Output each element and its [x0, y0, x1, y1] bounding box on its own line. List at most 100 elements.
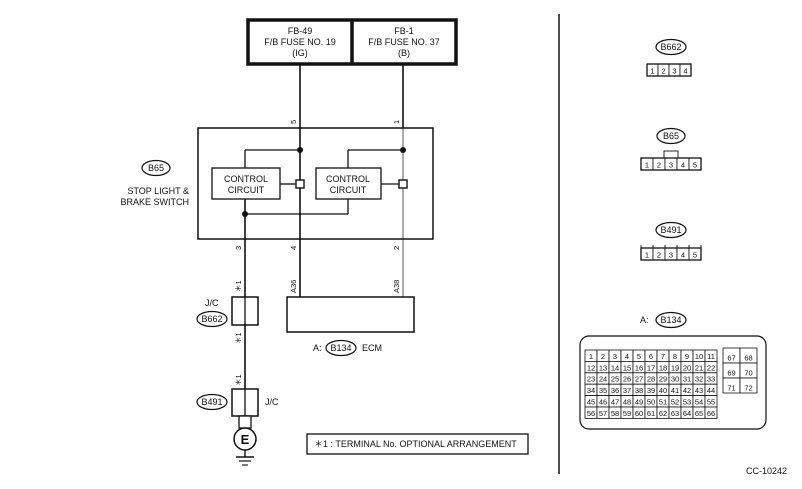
- b134-pin-24: 24: [599, 375, 607, 384]
- fuse-2-type: (B): [398, 48, 410, 58]
- b491-pin-1: 1: [645, 251, 649, 260]
- b134-pin-50: 50: [647, 398, 655, 407]
- b65-pin-4: 4: [681, 161, 685, 170]
- b134-view-label: B134: [660, 315, 681, 325]
- b134-pin-44: 44: [707, 386, 715, 395]
- terminal-note: ＊1 : TERMINAL No. OPTIONAL ARRANGEMENT: [306, 433, 529, 455]
- b134-pin-2: 2: [601, 352, 605, 361]
- pin-label-1: 1: [392, 120, 401, 124]
- b134-pin-66-cell: [704, 406, 718, 419]
- b134-pin-63: 63: [671, 409, 679, 418]
- b662-pin-2: 2: [661, 67, 665, 76]
- b134-pin-13: 13: [599, 363, 607, 372]
- b134-pin-7: 7: [661, 352, 665, 361]
- fuse-1-id: FB-49: [288, 26, 313, 36]
- ecm-pin-a38: A38: [392, 280, 401, 293]
- b134-pin-3: 3: [613, 352, 617, 361]
- ground-terminal: E: [233, 415, 257, 451]
- ecm-prefix: A:: [313, 343, 322, 353]
- jc-upper-label: J/C: [205, 298, 219, 308]
- jc-lower-mark: ＊1: [234, 374, 243, 386]
- b662-view-label: B662: [660, 42, 681, 52]
- fuse-1-name: F/B FUSE NO. 19: [264, 37, 336, 47]
- b134-pin-20: 20: [683, 363, 691, 372]
- b134-pin-35: 35: [599, 386, 607, 395]
- b65-pin-frame: [640, 157, 702, 171]
- ground-symbol: E: [241, 432, 250, 447]
- b134-pin-72: 72: [744, 384, 752, 393]
- control-circuit-right-line1: CONTROL: [326, 174, 370, 184]
- b134-pin-21: 21: [695, 363, 703, 372]
- figure-code: CC-10242: [746, 466, 787, 476]
- connector-callout-b134: [325, 339, 357, 357]
- switch-name-line1: STOP LIGHT &: [127, 186, 189, 196]
- b134-pin-42: 42: [683, 386, 691, 395]
- b65-pin-3: 3: [669, 161, 673, 170]
- b134-pin-61: 61: [647, 409, 655, 418]
- b662-pin-1: 1: [650, 67, 654, 76]
- b134-pin-36: 36: [611, 386, 619, 395]
- b134-pin-47: 47: [611, 398, 619, 407]
- pin-label-2: 2: [392, 246, 401, 250]
- b134-pin-23: 23: [587, 375, 595, 384]
- b134-pin-55: 55: [707, 398, 715, 407]
- b662-pin-frame: [646, 63, 692, 77]
- control-circuit-right-line2: CIRCUIT: [330, 185, 367, 195]
- b134-pin-32: 32: [695, 375, 703, 384]
- b134-pin-48: 48: [623, 398, 631, 407]
- b134-pin-4: 4: [625, 352, 629, 361]
- switch-name-line2: BRAKE SWITCH: [120, 197, 189, 207]
- b134-pin-54: 54: [695, 398, 703, 407]
- b134-pin-57: 57: [599, 409, 607, 418]
- control-circuit-left-line1: CONTROL: [224, 174, 268, 184]
- b134-pin-45: 45: [587, 398, 595, 407]
- b662-pin-4: 4: [683, 67, 687, 76]
- b134-pin-34: 34: [587, 386, 595, 395]
- ground-icon: [233, 427, 257, 451]
- b134-pin-5: 5: [637, 352, 641, 361]
- b134-pin-28: 28: [647, 375, 655, 384]
- b134-pin-30: 30: [671, 375, 679, 384]
- ecm-label: ECM: [362, 343, 382, 353]
- b134-pin-25: 25: [611, 375, 619, 384]
- control-circuit-left-line2: CIRCUIT: [228, 185, 265, 195]
- b134-pin-10: 10: [695, 352, 703, 361]
- b134-pin-16: 16: [635, 363, 643, 372]
- b134-pin-38: 38: [635, 386, 643, 395]
- b134-pin-46: 46: [599, 398, 607, 407]
- pin-label-5: 5: [289, 120, 298, 124]
- b134-pin-11: 11: [707, 352, 715, 361]
- b134-pin-39: 39: [647, 386, 655, 395]
- jc-lower-connector: B491: [201, 397, 222, 407]
- jc-upper-mark-bottom: ＊1: [234, 332, 243, 344]
- fuse-box: FB-49 F/B FUSE NO. 19 (IG) FB-1 F/B FUSE…: [246, 18, 458, 66]
- ecm-connector-label: B134: [330, 343, 351, 353]
- connector-callout-b65: [141, 159, 171, 177]
- control-circuit-left: [211, 167, 281, 200]
- junction-dots: [242, 147, 406, 217]
- b134-pin-18: 18: [659, 363, 667, 372]
- ecm-pin-a36: A36: [289, 280, 298, 293]
- b134-pin-59: 59: [623, 409, 631, 418]
- pin-label-4: 4: [289, 246, 298, 250]
- b134-pin-6: 6: [649, 352, 653, 361]
- b491-pin-2: 2: [657, 251, 661, 260]
- joint-connector-b491: ＊1 J/C B491: [196, 374, 279, 417]
- b134-pin-69: 69: [727, 369, 735, 378]
- b134-pin-67: 67: [727, 354, 735, 363]
- b491-pin-5: 5: [693, 251, 697, 260]
- b65-pin-1: 1: [645, 161, 649, 170]
- b134-pin-58: 58: [611, 409, 619, 418]
- connector-callout-b662: [196, 310, 228, 328]
- control-circuit-right: [315, 167, 382, 200]
- b65-view-label: B65: [663, 131, 679, 141]
